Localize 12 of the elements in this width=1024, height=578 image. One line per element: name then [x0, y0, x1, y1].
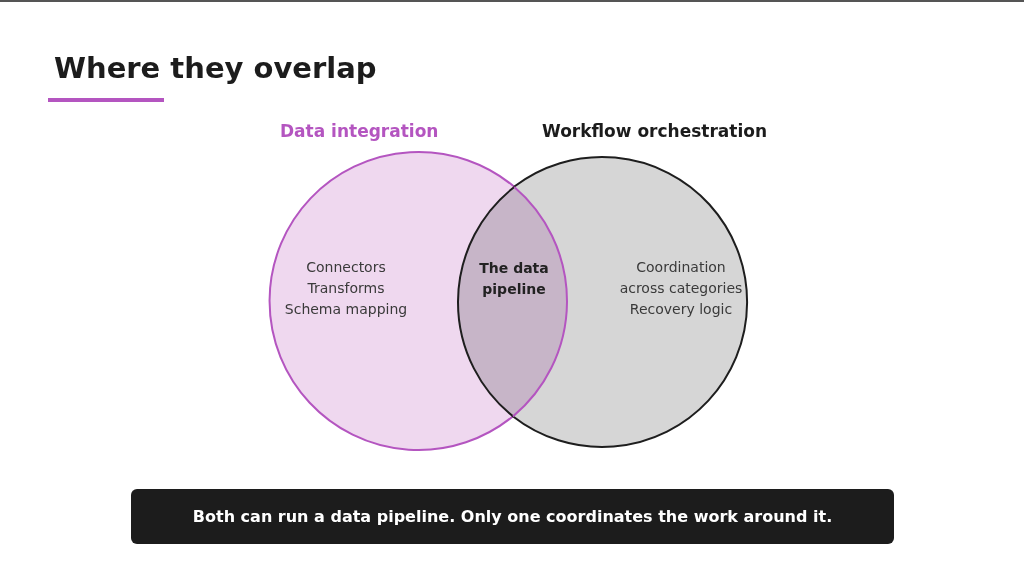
banner-text: Both can run a data pipeline. Only one coordinates the work around it. [192, 506, 833, 527]
circle-heading: Workflow orchestration [542, 120, 767, 142]
overlap-label: The data pipeline [479, 260, 549, 297]
takeaway-banner [131, 489, 894, 544]
list-item-text: Schema mapping [284, 301, 408, 317]
list-item-text: Recovery logic [629, 301, 733, 317]
list-item-text: Coordination across categories [619, 259, 743, 296]
overlap-lens [456, 184, 569, 419]
list-item-text: Connectors [306, 259, 386, 275]
circle-heading: Data integration [280, 120, 439, 142]
page-title: Where they overlap [54, 50, 377, 87]
list-item-text: Transforms [307, 280, 385, 296]
